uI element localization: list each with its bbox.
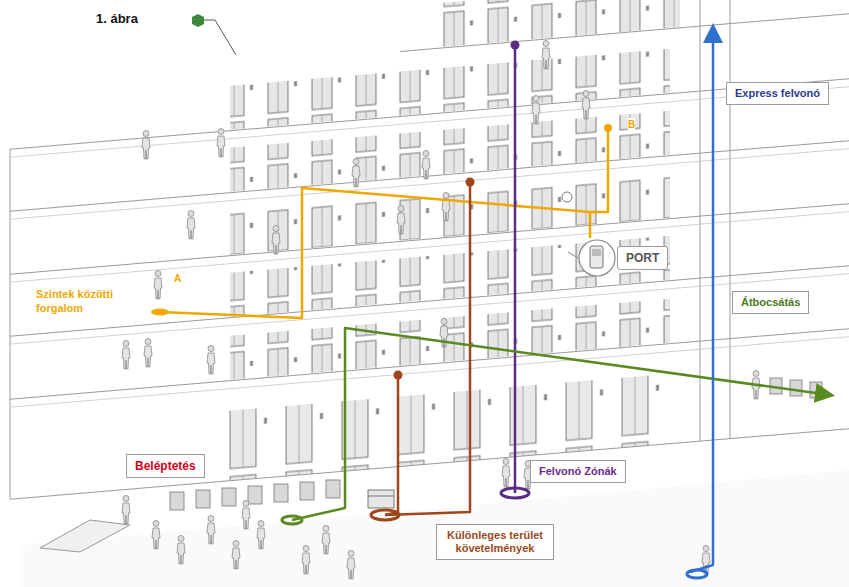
building-floors — [10, 0, 849, 499]
figure-marker — [192, 14, 236, 55]
path-label: Szintek közötti forgalom — [36, 287, 146, 315]
people — [122, 41, 760, 580]
box-text: Beléptetés — [135, 459, 196, 473]
box-text: Különleges terület követelmények — [445, 529, 545, 555]
box-text: Átbocsátás — [741, 296, 800, 309]
cart — [368, 490, 394, 508]
box-text: Felvonó Zónák — [539, 465, 617, 478]
interfloor-path — [160, 188, 590, 318]
label-box: Átbocsátás — [732, 291, 809, 314]
zone-path — [514, 45, 517, 493]
port-icon — [562, 192, 615, 276]
special-path — [385, 182, 470, 515]
label-box: Beléptetés — [126, 454, 205, 478]
path-label: B — [628, 118, 635, 131]
label-box: Különleges terület követelmények — [436, 524, 554, 560]
transit-path — [292, 328, 830, 520]
box-text: PORT — [626, 251, 659, 265]
label-box: Felvonó Zónák — [530, 460, 626, 483]
express-path — [690, 28, 713, 572]
turnstiles — [170, 378, 822, 510]
reception-desk — [40, 520, 130, 552]
label-box: PORT — [617, 246, 668, 270]
figure-title: 1. ábra — [96, 11, 138, 26]
path-ends — [151, 41, 707, 579]
interfloor-path — [590, 128, 608, 212]
ground — [20, 470, 849, 587]
special-path — [385, 375, 398, 515]
path-label: A — [174, 272, 181, 285]
box-text: Express felvonó — [735, 87, 820, 100]
label-box: Express felvonó — [726, 82, 829, 105]
